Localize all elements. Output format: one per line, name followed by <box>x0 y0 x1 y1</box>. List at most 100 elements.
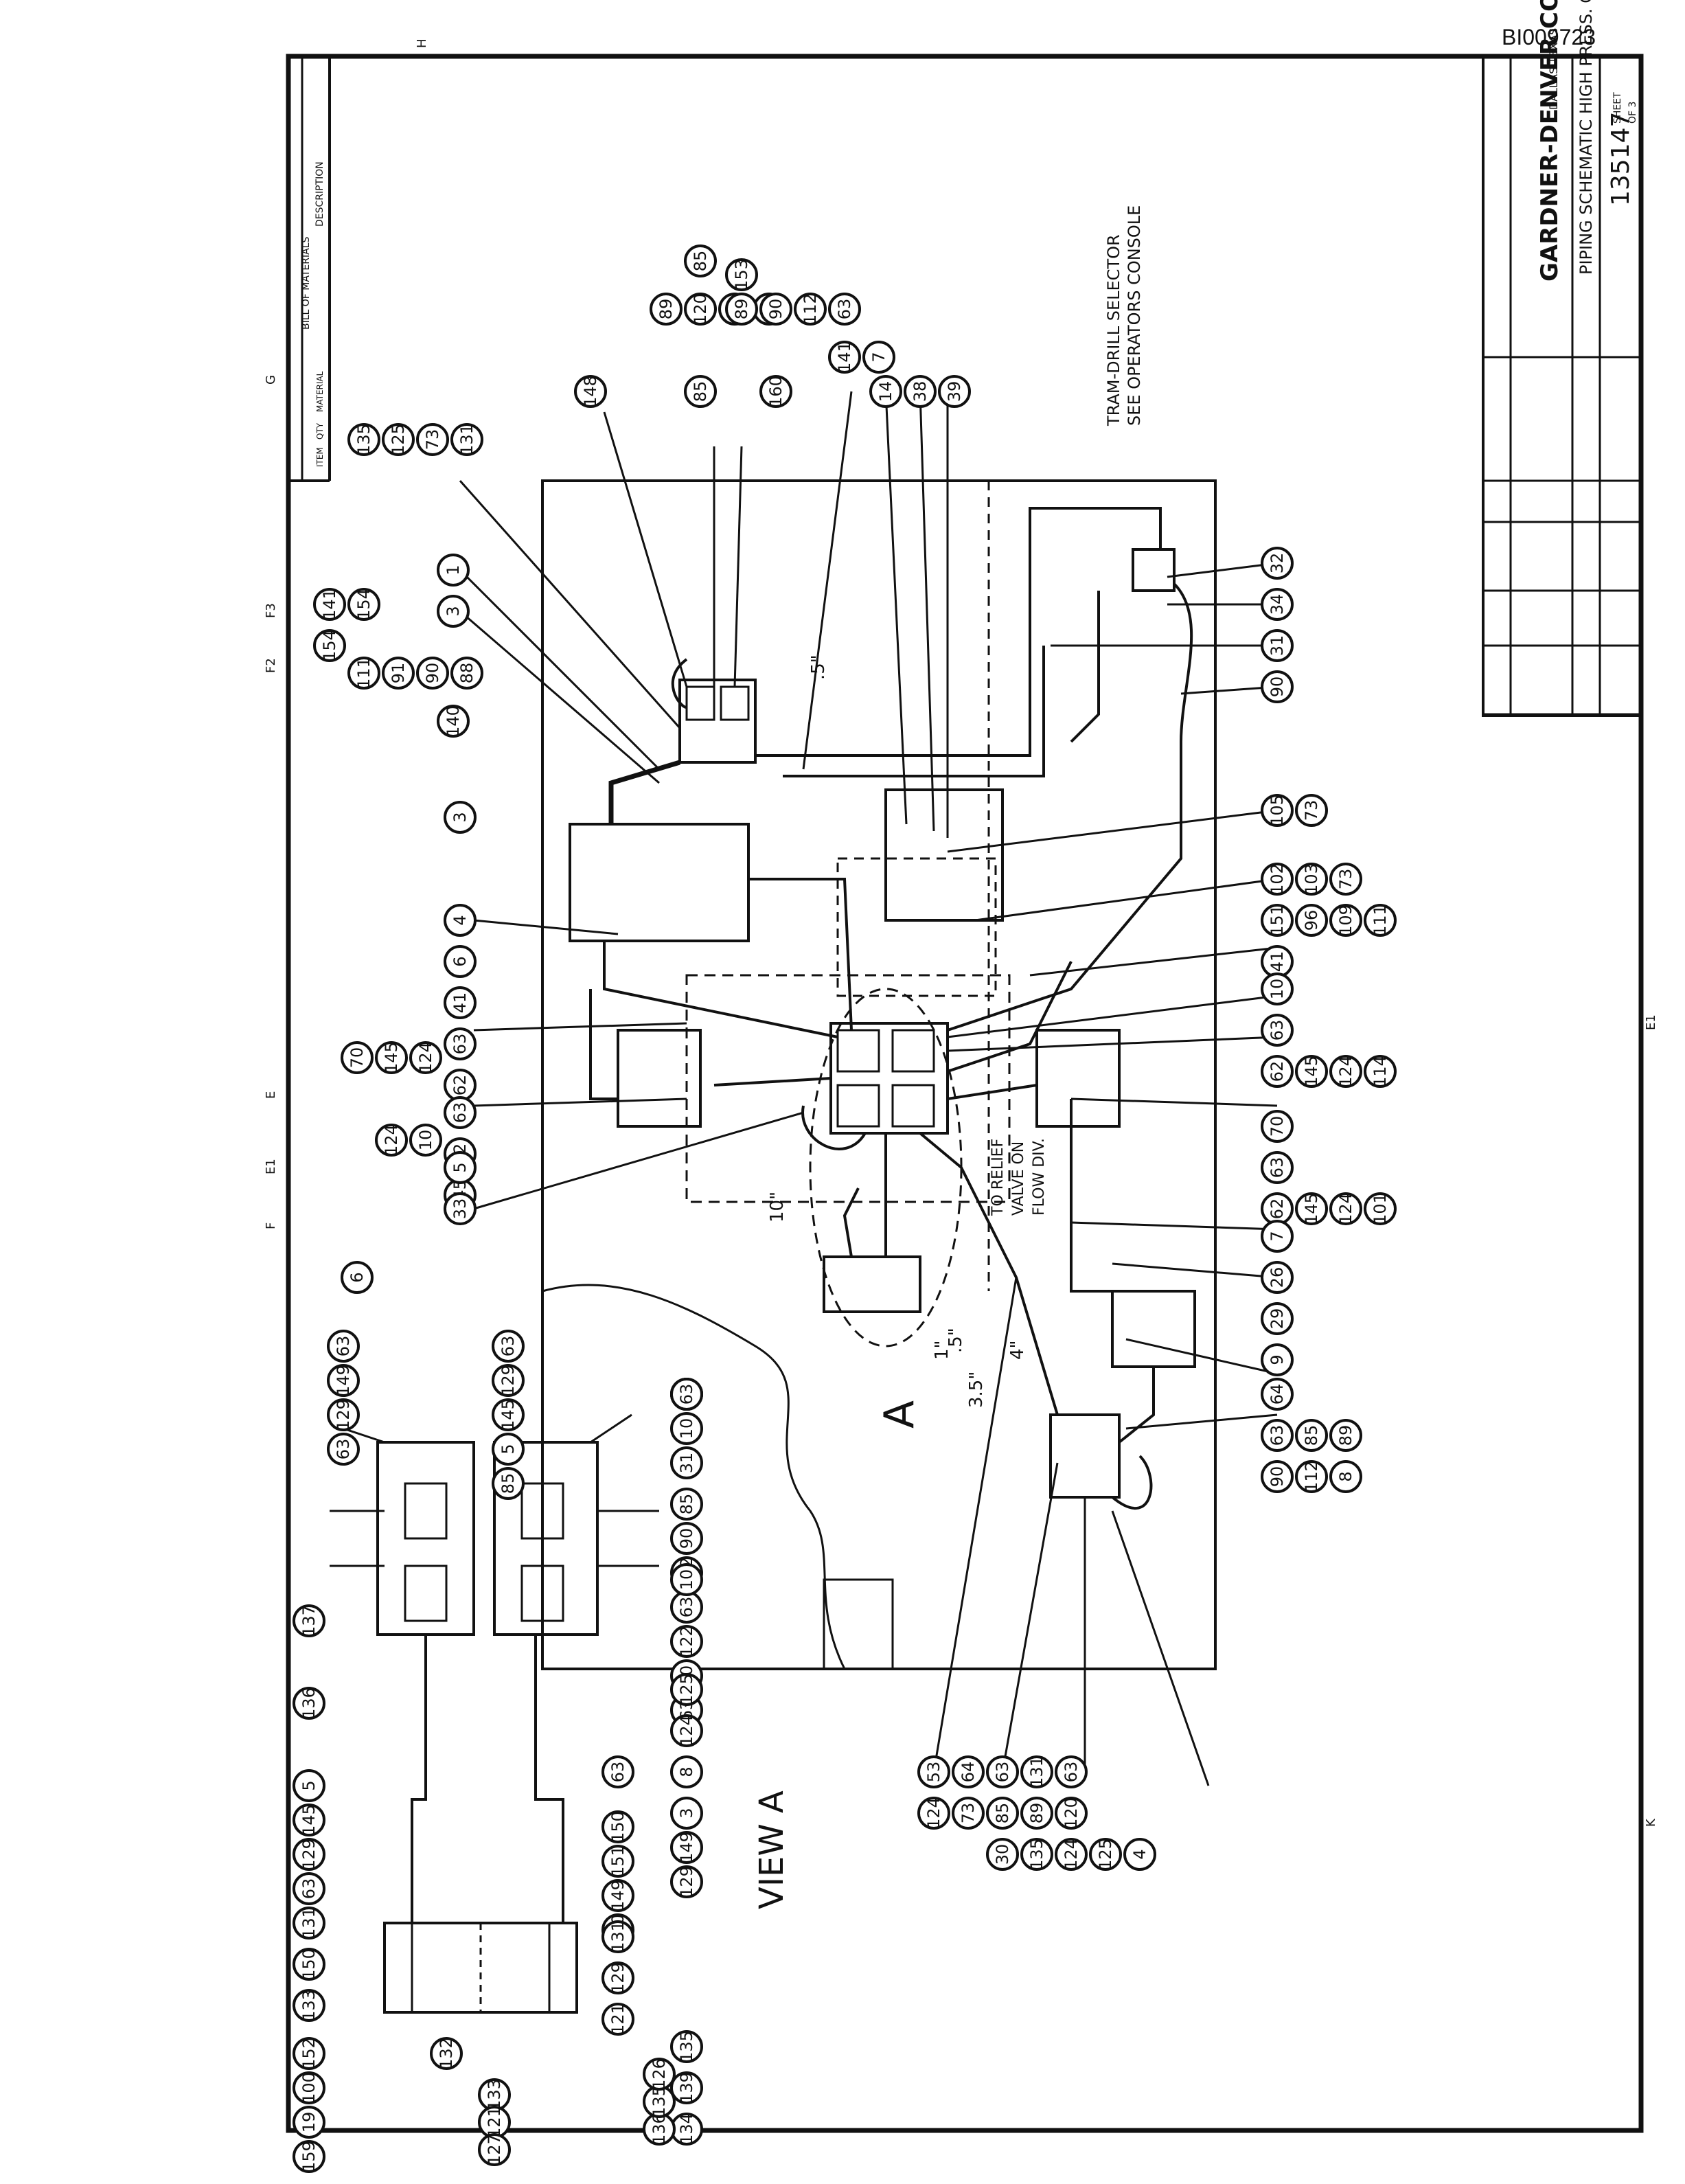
item-balloon: 131 <box>1020 1755 1053 1788</box>
item-balloon-number: 7 <box>869 352 889 362</box>
item-balloon: 151 <box>1261 904 1294 937</box>
item-balloon: 73 <box>416 423 449 456</box>
zone-marker-f2: F2 <box>264 658 278 673</box>
item-balloon: 122 <box>670 1625 703 1658</box>
item-balloon-number: 124 <box>416 1042 435 1073</box>
item-balloon: 133 <box>293 1989 325 2022</box>
item-balloon-number: 124 <box>1336 1056 1355 1087</box>
item-balloon: 90 <box>670 1522 703 1555</box>
item-balloon-number: 31 <box>677 1453 696 1474</box>
item-balloon: 63 <box>1055 1755 1088 1788</box>
item-balloon-number: 131 <box>1027 1756 1046 1788</box>
item-balloon-number: 112 <box>1302 1461 1321 1492</box>
item-balloon: 85 <box>684 375 717 408</box>
item-balloon: 10 <box>670 1412 703 1445</box>
item-balloon-number: 73 <box>423 429 442 451</box>
item-balloon: 129 <box>670 1865 703 1898</box>
item-balloon-number: 133 <box>299 1990 319 2021</box>
item-balloon-number: 32 <box>1268 553 1287 574</box>
item-balloon-number: 154 <box>320 630 339 661</box>
item-balloon-number: 126 <box>650 2058 669 2090</box>
item-balloon-number: 14 <box>876 381 895 402</box>
item-balloon-number: 96 <box>1302 910 1321 931</box>
item-balloon: 85 <box>684 244 717 277</box>
zone-marker-k: K <box>1644 1818 1658 1827</box>
item-balloon: 150 <box>601 1810 634 1843</box>
item-balloon: 149 <box>327 1364 360 1397</box>
item-balloon: 124 <box>375 1124 408 1157</box>
item-balloon-number: 6 <box>450 956 470 966</box>
item-balloon-number: 63 <box>450 1034 470 1055</box>
title-block: GARDNER-DENVER CO. DALLAS TEXAS PIPING S… <box>1482 0 1642 717</box>
item-balloon-number: 109 <box>1336 905 1355 936</box>
zone-marker-e1-top: E1 <box>264 1159 278 1174</box>
item-balloon-number: 10 <box>677 1418 696 1440</box>
item-balloon-number: 105 <box>1268 795 1287 826</box>
item-balloon-number: 120 <box>1062 1797 1081 1829</box>
item-balloon-number: 145 <box>498 1399 518 1431</box>
item-balloon-number: 63 <box>299 1878 319 1900</box>
item-balloon: 89 <box>1020 1797 1053 1830</box>
zone-marker-f3: F3 <box>264 603 278 618</box>
item-balloon-number: 39 <box>945 381 964 402</box>
item-balloon: 7 <box>1261 1220 1294 1253</box>
item-balloon-number: 149 <box>334 1365 353 1396</box>
item-balloon-number: 9 <box>1268 1354 1287 1365</box>
zone-marker-e1-right: E1 <box>1644 1014 1658 1030</box>
item-balloon-number: 3 <box>450 812 470 822</box>
item-balloon: 85 <box>492 1467 525 1500</box>
item-balloon: 139 <box>670 2071 703 2104</box>
item-balloon-number: 111 <box>354 657 374 689</box>
item-balloon-number: 85 <box>691 251 710 272</box>
zone-marker-g: G <box>264 375 278 385</box>
item-balloon: 150 <box>293 1948 325 1981</box>
item-balloon: 140 <box>437 705 470 738</box>
dim-10: 10" <box>767 1192 788 1222</box>
item-balloon-number: 10 <box>677 1569 696 1591</box>
item-balloon: 64 <box>1261 1378 1294 1411</box>
item-balloon-number: 125 <box>389 424 408 455</box>
item-balloon: 91 <box>382 657 415 690</box>
item-balloon-number: 129 <box>299 1839 319 1870</box>
item-balloon: 160 <box>759 375 792 408</box>
item-balloon-number: 124 <box>1062 1839 1081 1870</box>
item-balloon-number: 124 <box>382 1124 401 1156</box>
item-balloon-number: 10 <box>1268 979 1287 1000</box>
item-balloon-number: 137 <box>299 1605 319 1637</box>
item-balloon: 63 <box>601 1755 634 1788</box>
item-balloon: 6 <box>444 945 477 978</box>
item-balloon: 5 <box>444 1151 477 1184</box>
item-balloon-number: 85 <box>691 381 710 402</box>
item-balloon: 132 <box>430 2037 463 2070</box>
item-balloon: 63 <box>670 1591 703 1624</box>
item-balloon: 141 <box>828 341 861 374</box>
item-balloon: 34 <box>1261 588 1294 621</box>
item-balloon-number: 149 <box>608 1880 628 1911</box>
item-balloon-number: 33 <box>450 1198 470 1220</box>
item-balloon: 112 <box>1295 1460 1328 1493</box>
item-balloon-number: 122 <box>677 1626 696 1657</box>
item-balloon: 62 <box>444 1069 477 1102</box>
item-balloon: 70 <box>1261 1110 1294 1143</box>
item-balloon: 5 <box>492 1433 525 1466</box>
item-balloon-number: 129 <box>334 1399 353 1431</box>
item-balloon-number: 31 <box>1268 635 1287 657</box>
item-balloon: 26 <box>1261 1261 1294 1294</box>
item-balloon: 70 <box>341 1041 374 1074</box>
item-balloon: 63 <box>1261 1014 1294 1047</box>
item-balloon-number: 63 <box>1268 1157 1287 1179</box>
item-balloon: 39 <box>938 375 971 408</box>
item-balloon-number: 5 <box>299 1780 319 1790</box>
item-balloon-number: 129 <box>498 1365 518 1396</box>
item-balloon-number: 4 <box>1130 1849 1149 1859</box>
item-balloon: 89 <box>1329 1419 1362 1452</box>
item-balloon-number: 63 <box>608 1762 628 1783</box>
item-balloon: 10 <box>1261 972 1294 1005</box>
item-balloon: 154 <box>313 629 346 662</box>
item-balloon: 112 <box>794 293 827 326</box>
item-balloon-number: 141 <box>320 589 339 620</box>
title-drawing-name: PIPING SCHEMATIC HIGH PRESS. CIRCUIT <box>1577 0 1596 275</box>
item-balloon: 88 <box>450 657 483 690</box>
title-company: GARDNER-DENVER CO. <box>1536 0 1563 282</box>
dim-1: 1" <box>932 1340 952 1360</box>
